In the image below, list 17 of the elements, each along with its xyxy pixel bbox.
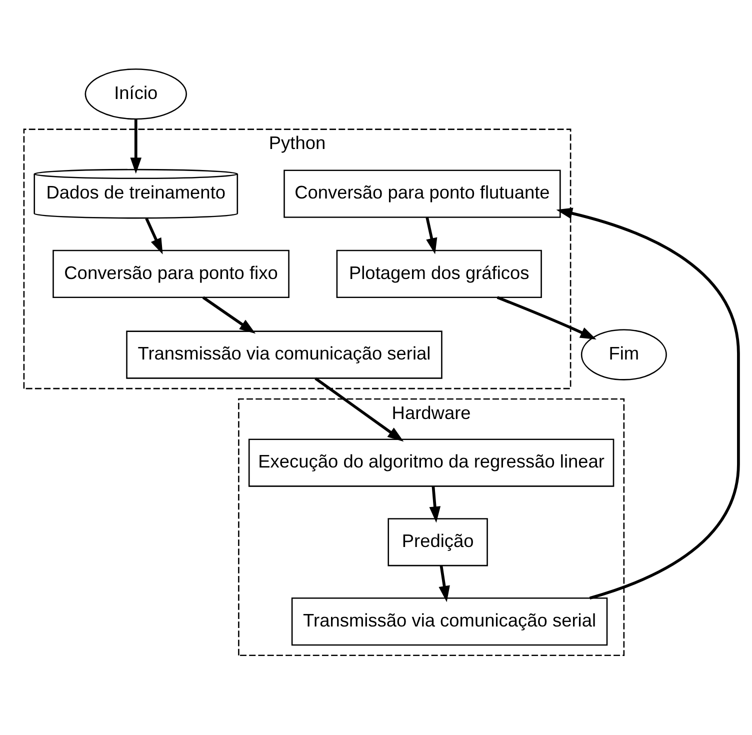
node-ellipse: Fim xyxy=(580,329,667,380)
node-box: Transmissão via comunicação serial xyxy=(126,330,442,379)
node-box: Conversão para ponto flutuante xyxy=(284,170,561,218)
node-box: Execução do algoritmo da regressão linear xyxy=(248,438,614,487)
arrow xyxy=(496,296,596,340)
node-box: Conversão para ponto fixo xyxy=(52,250,290,298)
arrow xyxy=(426,217,438,254)
arrow xyxy=(130,119,142,174)
arrow xyxy=(145,218,163,254)
arrow xyxy=(556,208,740,600)
node-box: Transmissão via comunicação serial xyxy=(291,597,608,646)
arrow xyxy=(202,296,256,334)
arrow xyxy=(429,486,441,523)
node-box: Predição xyxy=(388,518,488,566)
arrow xyxy=(438,565,450,602)
node-ellipse: Início xyxy=(84,68,187,120)
node-box: Plotagem dos gráficos xyxy=(336,250,542,298)
